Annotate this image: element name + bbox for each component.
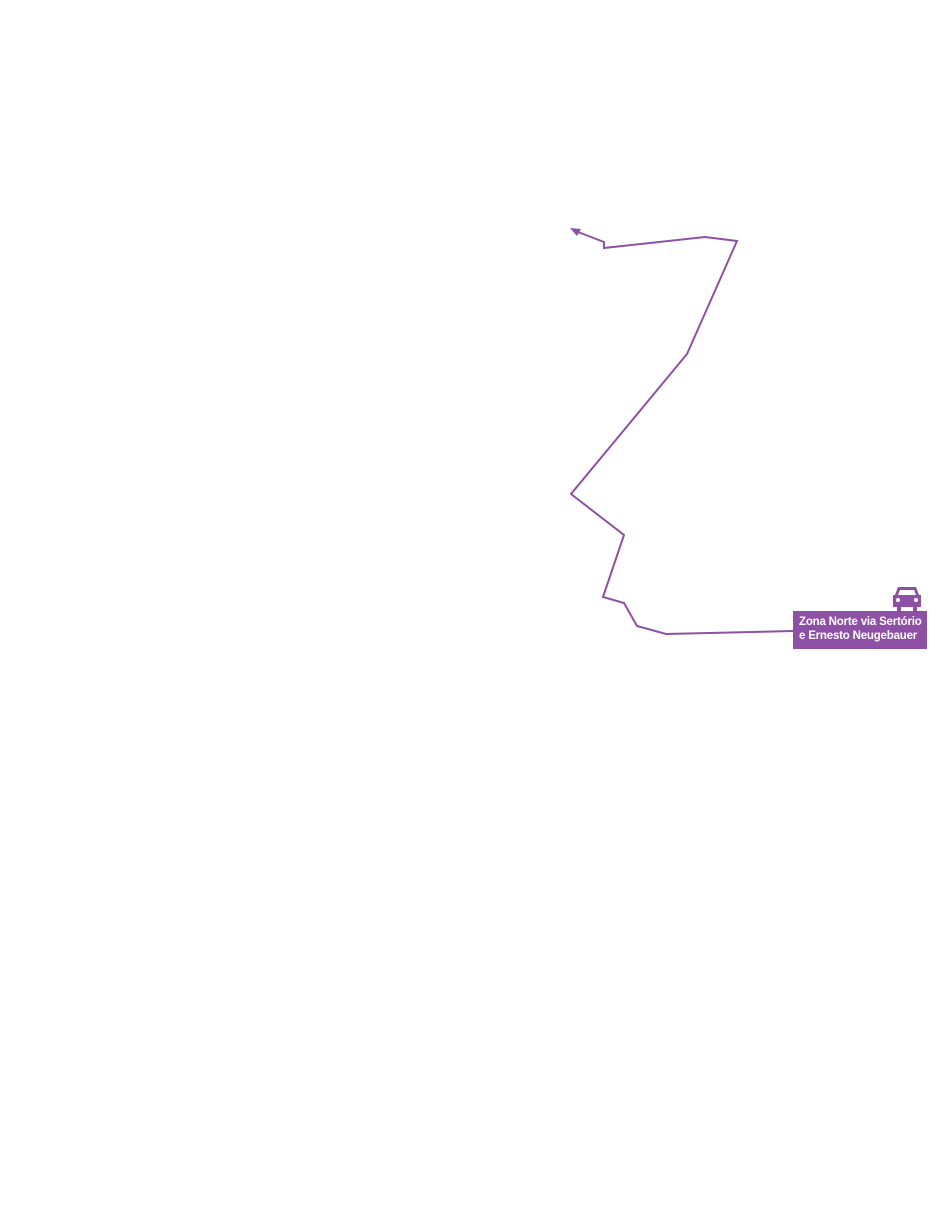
route-label-line2: e Ernesto Neugebauer (799, 630, 918, 642)
route-arrowhead (570, 228, 581, 236)
route-label: Zona Norte via Sertório e Ernesto Neugeb… (793, 611, 927, 649)
route-line (569, 231, 794, 636)
route-label-line1: Zona Norte via Sertório (799, 616, 922, 628)
car-icon (893, 587, 921, 611)
